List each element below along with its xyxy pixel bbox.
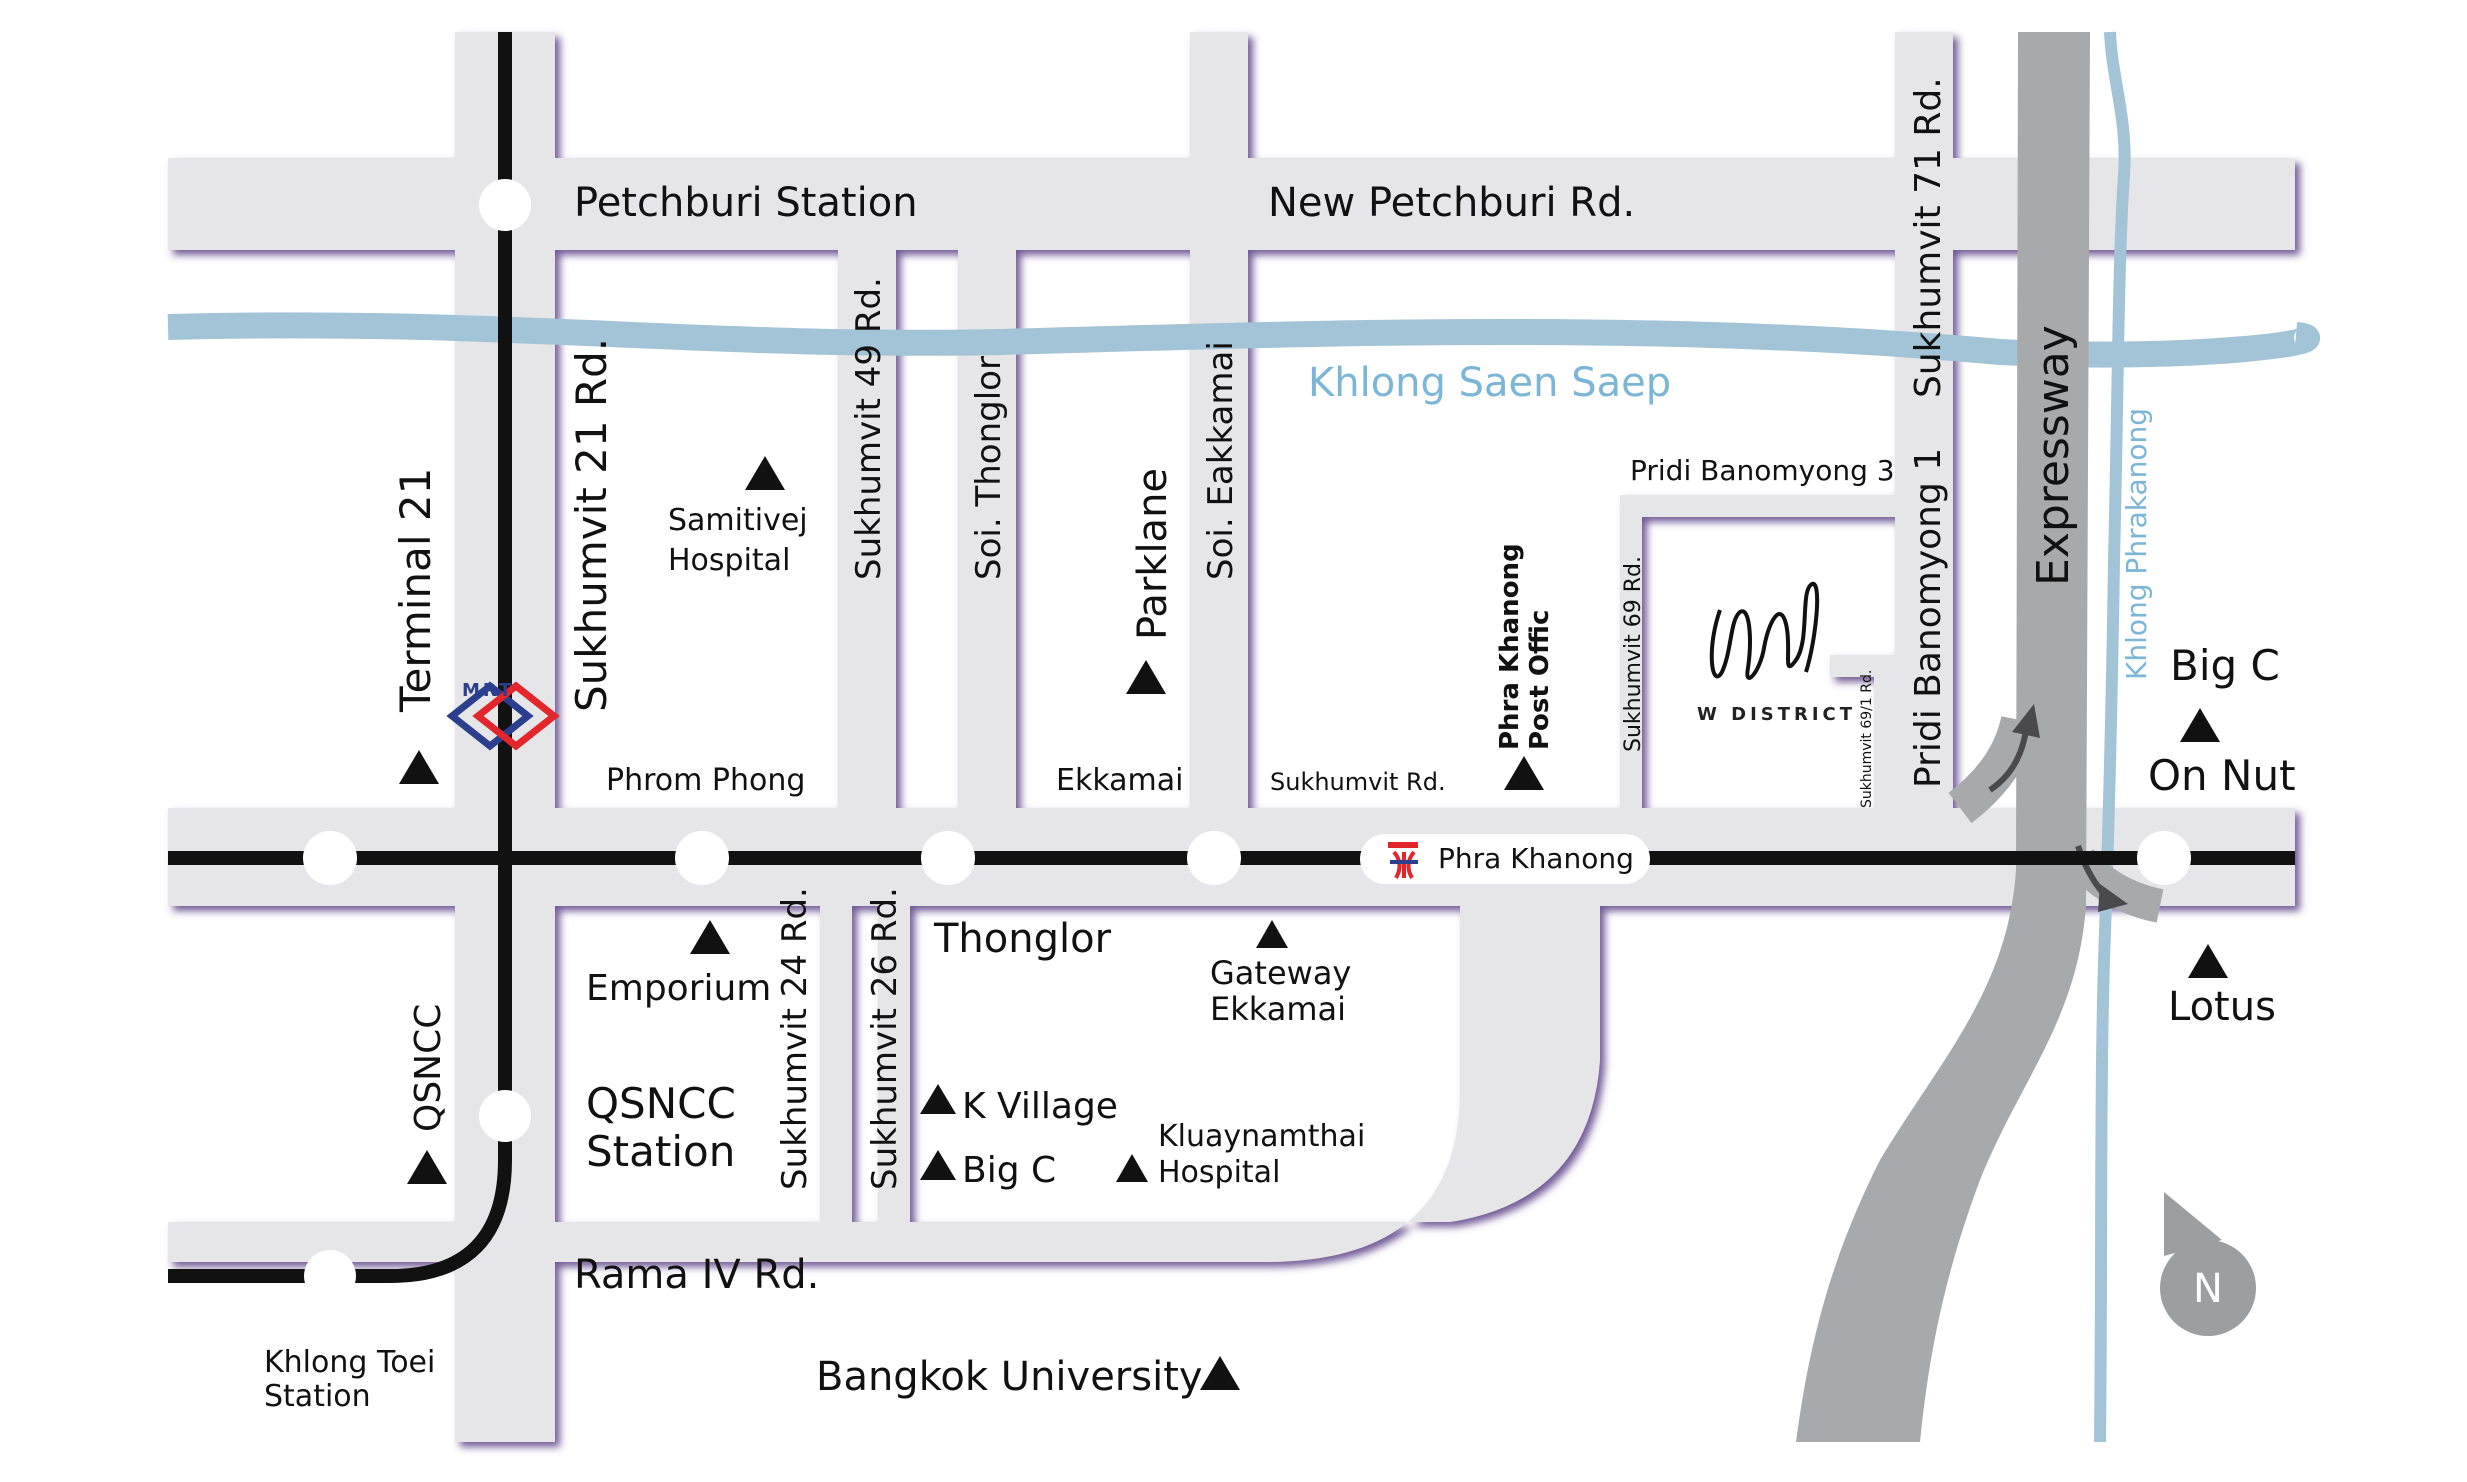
label-sukhumvit-24-rd: Sukhumvit 24 Rd.: [775, 887, 815, 1190]
landmark-triangle-icon: [920, 1084, 956, 1114]
label-qsncc-landmark: QSNCC: [408, 1004, 449, 1132]
landmark-markers: [399, 456, 2228, 1390]
label-sukhumvit-21-rd: Sukhumvit 21 Rd.: [567, 338, 616, 712]
label-on-nut: On Nut: [2148, 751, 2296, 800]
label-post-office-2: Post Offic: [1525, 610, 1555, 750]
landmark-triangle-icon: [1200, 1356, 1240, 1390]
label-qsncc-station-2: Station: [586, 1127, 735, 1176]
bts-logo-icon: [1388, 842, 1418, 879]
road-pridi-3: [1620, 495, 1895, 517]
label-sukhumvit-rd: Sukhumvit Rd.: [1270, 768, 1446, 796]
label-gateway-2: Ekkamai: [1210, 990, 1346, 1028]
station-phrom-phong[interactable]: [675, 831, 729, 885]
w-district-mark-icon: [1709, 582, 1820, 680]
road-rama-iv: [168, 906, 1600, 1262]
road-sukhumvit-69-1-vertical: [1874, 655, 1895, 808]
label-khlong-toei-2: Station: [264, 1379, 371, 1414]
station-petchburi[interactable]: [479, 179, 531, 231]
road-sukhumvit-24: [820, 906, 852, 1222]
label-sukhumvit-71-rd: Sukhumvit 71 Rd.: [1908, 77, 1949, 398]
label-soi-eakkamai: Soi. Eakkamai: [1201, 341, 1241, 580]
station-phra-khanong[interactable]: Phra Khanong: [1360, 834, 1650, 884]
landmark-triangle-icon: [1126, 660, 1166, 694]
label-samitivej-2: Hospital: [668, 543, 790, 578]
landmark-triangle-icon: [745, 456, 785, 490]
label-k-village: K Village: [962, 1086, 1118, 1127]
label-sukhumvit-69-rd: Sukhumvit 69 Rd.: [1621, 556, 1646, 752]
label-ekkamai-station: Ekkamai: [1056, 763, 1184, 798]
mrt-blue-line: [168, 32, 512, 1283]
mrt-logo-text: MRT: [462, 680, 514, 701]
compass-label: N: [2193, 1266, 2223, 1312]
label-phrom-phong: Phrom Phong: [606, 763, 805, 798]
label-pridi-banomyong-1: Pridi Banomyong 1: [1908, 448, 1949, 788]
ramp-arrow-north-icon: [2012, 704, 2040, 738]
station-asok[interactable]: [303, 831, 357, 885]
label-petchburi-station: Petchburi Station: [574, 180, 918, 226]
station-markers: [303, 179, 2191, 1302]
mrt-logo-icon: MRT: [446, 680, 560, 751]
landmark-triangle-icon: [2180, 708, 2220, 742]
label-samitivej-1: Samitivej: [668, 503, 808, 538]
landmark-triangle-icon: [1116, 1154, 1148, 1182]
station-thonglor[interactable]: [921, 831, 975, 885]
road-sukhumvit-26: [878, 906, 910, 1222]
label-khlong-phrakanong: Khlong Phrakanong: [2120, 408, 2153, 680]
expressway-ramp-north: [1948, 715, 2039, 824]
label-big-c-south: Big C: [962, 1150, 1056, 1191]
label-new-petchburi-rd: New Petchburi Rd.: [1268, 180, 1635, 226]
label-bangkok-university: Bangkok University: [816, 1354, 1203, 1400]
label-sukhumvit-26-rd: Sukhumvit 26 Rd.: [865, 887, 905, 1190]
label-rama-iv-rd: Rama IV Rd.: [574, 1252, 819, 1298]
north-compass: N: [2160, 1192, 2256, 1336]
label-emporium: Emporium: [586, 968, 771, 1009]
landmark-triangle-icon: [399, 750, 439, 784]
road-sukhumvit-69: [1620, 495, 1642, 808]
compass-pointer-icon: [2164, 1192, 2222, 1256]
label-parklane: Parklane: [1130, 468, 1176, 640]
label-kluaynamthai-1: Kluaynamthai: [1158, 1119, 1365, 1154]
label-pridi-banomyong-3: Pridi Banomyong 3: [1630, 454, 1895, 487]
station-ekkamai[interactable]: [1187, 831, 1241, 885]
landmark-triangle-icon: [920, 1150, 956, 1180]
label-sukhumvit-49-rd: Sukhumvit 49 Rd.: [849, 277, 889, 580]
w-district-text: W DISTRICT: [1697, 704, 1856, 725]
landmark-triangle-icon: [1504, 756, 1544, 790]
canal-khlong-phrakanong: [2094, 31, 2131, 1443]
label-lotus: Lotus: [2168, 984, 2276, 1030]
station-qsncc[interactable]: [479, 1090, 531, 1142]
label-thonglor-station: Thonglor: [933, 916, 1112, 962]
station-khlong-toei[interactable]: [304, 1250, 356, 1302]
landmark-triangle-icon: [1256, 920, 1288, 948]
label-sukhumvit-69-1-rd: Sukhumvit 69/1 Rd.: [1859, 670, 1875, 808]
label-post-office-1: Phra Khanong: [1495, 543, 1525, 750]
label-terminal-21: Terminal 21: [391, 468, 440, 713]
label-gateway-1: Gateway: [1210, 954, 1351, 992]
label-kluaynamthai-2: Hospital: [1158, 1155, 1280, 1190]
road-sukhumvit-71: [1895, 32, 1953, 808]
landmark-triangle-icon: [2188, 944, 2228, 978]
road-soi-eakkamai: [1190, 32, 1248, 808]
station-on-nut[interactable]: [2137, 831, 2191, 885]
expressway: [1796, 32, 2090, 1442]
label-soi-thonglor: Soi. Thonglor: [969, 356, 1009, 580]
phra-khanong-label: Phra Khanong: [1438, 842, 1634, 875]
w-district-logo: W DISTRICT: [1697, 582, 1856, 725]
label-big-c-on-nut: Big C: [2170, 641, 2280, 690]
label-expressway: Expressway: [2028, 325, 2079, 586]
landmark-triangle-icon: [407, 1150, 447, 1184]
label-qsncc-station-1: QSNCC: [586, 1079, 736, 1128]
label-khlong-saen-saep: Khlong Saen Saep: [1308, 360, 1671, 406]
ramp-arrow-south-icon: [2098, 884, 2128, 912]
canal-khlong-saen-saep: [167, 312, 2321, 368]
landmark-triangle-icon: [690, 920, 730, 954]
label-khlong-toei-1: Khlong Toei: [264, 1345, 435, 1380]
